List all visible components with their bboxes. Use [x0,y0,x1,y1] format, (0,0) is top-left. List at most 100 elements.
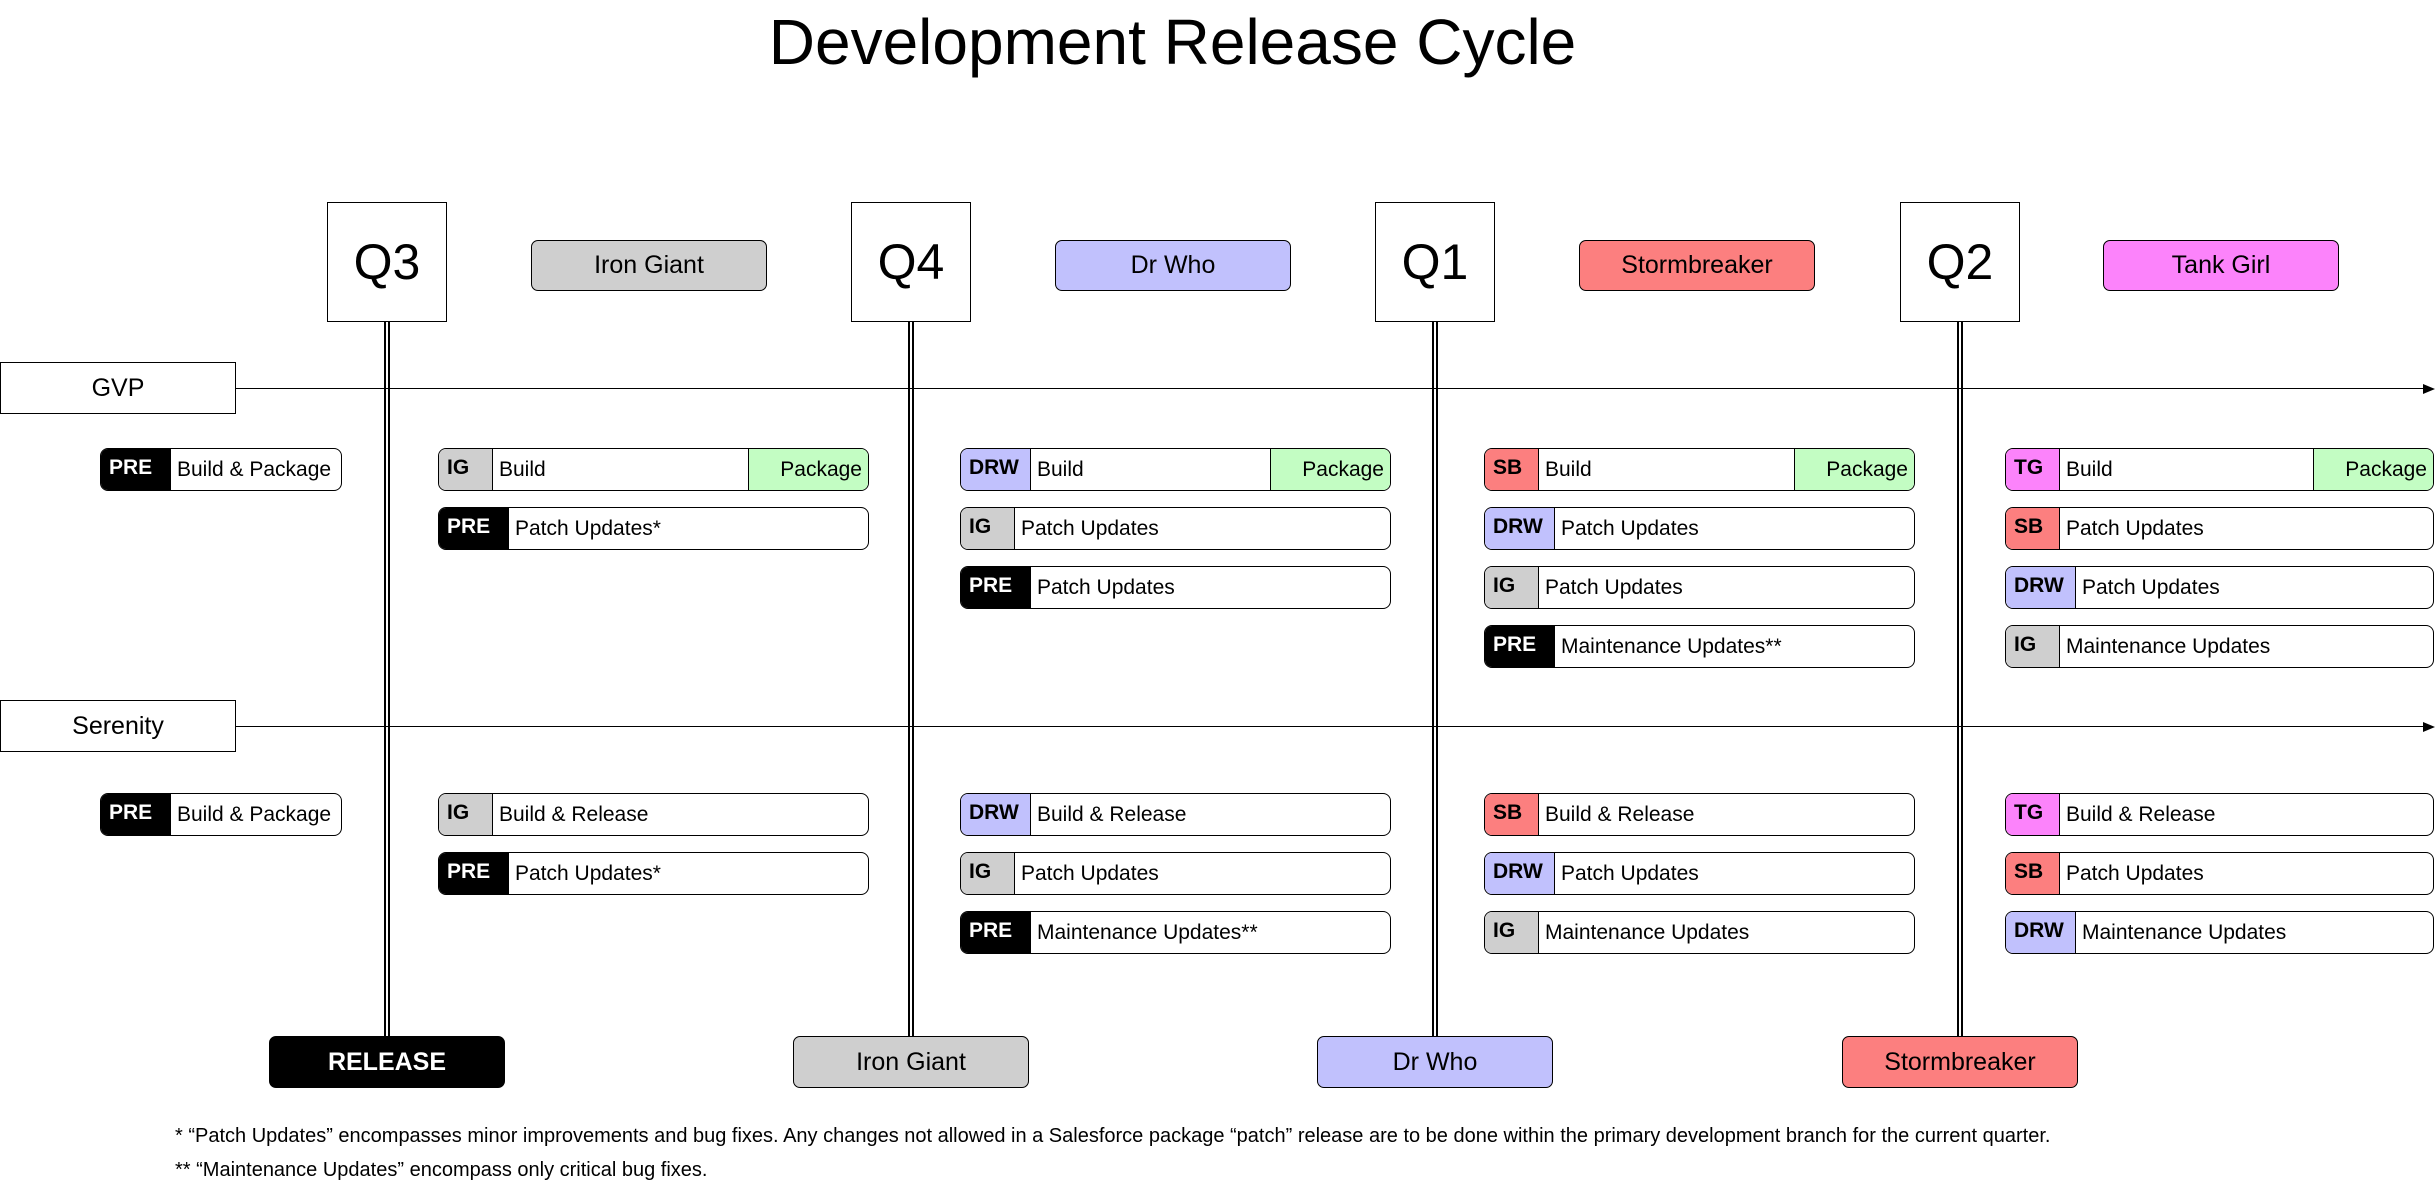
team-tag-drw: DRW [2006,912,2076,953]
task-text: Patch Updates [1545,575,1683,599]
release-name-tank-girl: Tank Girl [2103,240,2339,291]
release-name-stormbreaker: Stormbreaker [1579,240,1815,291]
team-tag-pre: PRE [439,853,509,894]
task-text: Build & Package [177,457,332,481]
team-tag-drw: DRW [961,794,1031,835]
quarter-divider-line [384,321,390,1037]
task-text: Patch Updates [2066,516,2204,540]
team-tag-sb: SB [2006,508,2060,549]
team-tag-sb: SB [2006,853,2060,894]
team-tag-sb: SB [1485,794,1539,835]
package-segment: Package [748,449,868,490]
arrow-head-icon [2423,384,2435,394]
footnote-maintenance-updates: ** “Maintenance Updates” encompass only … [175,1159,708,1181]
team-tag-drw: DRW [1485,508,1555,549]
team-tag-ig: IG [961,853,1015,894]
task-text: Build & Package [177,802,332,826]
task-text: Build & Release [1037,802,1187,826]
package-segment: Package [1270,449,1390,490]
task-text: Build & Release [2066,802,2216,826]
team-tag-tg: TG [2006,449,2060,490]
team-tag-drw: DRW [2006,567,2076,608]
task-text: Build [2066,457,2113,481]
release-name-dr-who: Dr Who [1055,240,1291,291]
task-text: Patch Updates [2082,575,2220,599]
task-text: Build & Release [1545,802,1695,826]
team-tag-ig: IG [1485,912,1539,953]
task-text: Maintenance Updates** [1037,920,1258,944]
team-tag-pre: PRE [1485,626,1555,667]
quarter-divider-line [908,321,914,1037]
team-tag-drw: DRW [961,449,1031,490]
task-text: Patch Updates* [515,516,661,540]
task-text: Patch Updates [2066,861,2204,885]
lane-label-serenity: Serenity [0,700,236,752]
quarter-label-q2: Q2 [1900,202,2020,322]
bottom-release-release: RELEASE [269,1036,505,1088]
task-text: Build [1037,457,1084,481]
task-text: Patch Updates [1021,516,1159,540]
team-tag-pre: PRE [101,449,171,490]
quarter-divider-line [1432,321,1438,1037]
package-segment: Package [1794,449,1914,490]
task-text: Patch Updates [1561,516,1699,540]
lane-axis-line [236,726,2429,727]
bottom-release-iron-giant: Iron Giant [793,1036,1029,1088]
team-tag-ig: IG [1485,567,1539,608]
team-tag-pre: PRE [101,794,171,835]
footnote-patch-updates: * “Patch Updates” encompasses minor impr… [175,1125,2051,1147]
team-tag-drw: DRW [1485,853,1555,894]
diagram-title: Development Release Cycle [768,6,1577,78]
arrow-head-icon [2423,722,2435,732]
quarter-label-q4: Q4 [851,202,971,322]
task-text: Build [1545,457,1592,481]
team-tag-pre: PRE [961,912,1031,953]
release-name-iron-giant: Iron Giant [531,240,767,291]
quarter-label-q1: Q1 [1375,202,1495,322]
team-tag-ig: IG [439,449,493,490]
task-text: Build [499,457,546,481]
team-tag-ig: IG [439,794,493,835]
task-text: Patch Updates [1021,861,1159,885]
bottom-release-stormbreaker: Stormbreaker [1842,1036,2078,1088]
task-text: Patch Updates [1037,575,1175,599]
team-tag-tg: TG [2006,794,2060,835]
task-text: Patch Updates [1561,861,1699,885]
lane-axis-line [236,388,2429,389]
lane-label-gvp: GVP [0,362,236,414]
team-tag-pre: PRE [961,567,1031,608]
team-tag-ig: IG [2006,626,2060,667]
task-text: Maintenance Updates [2066,634,2271,658]
bottom-release-dr-who: Dr Who [1317,1036,1553,1088]
task-text: Build & Release [499,802,649,826]
task-text: Maintenance Updates [2082,920,2287,944]
team-tag-ig: IG [961,508,1015,549]
team-tag-pre: PRE [439,508,509,549]
team-tag-sb: SB [1485,449,1539,490]
